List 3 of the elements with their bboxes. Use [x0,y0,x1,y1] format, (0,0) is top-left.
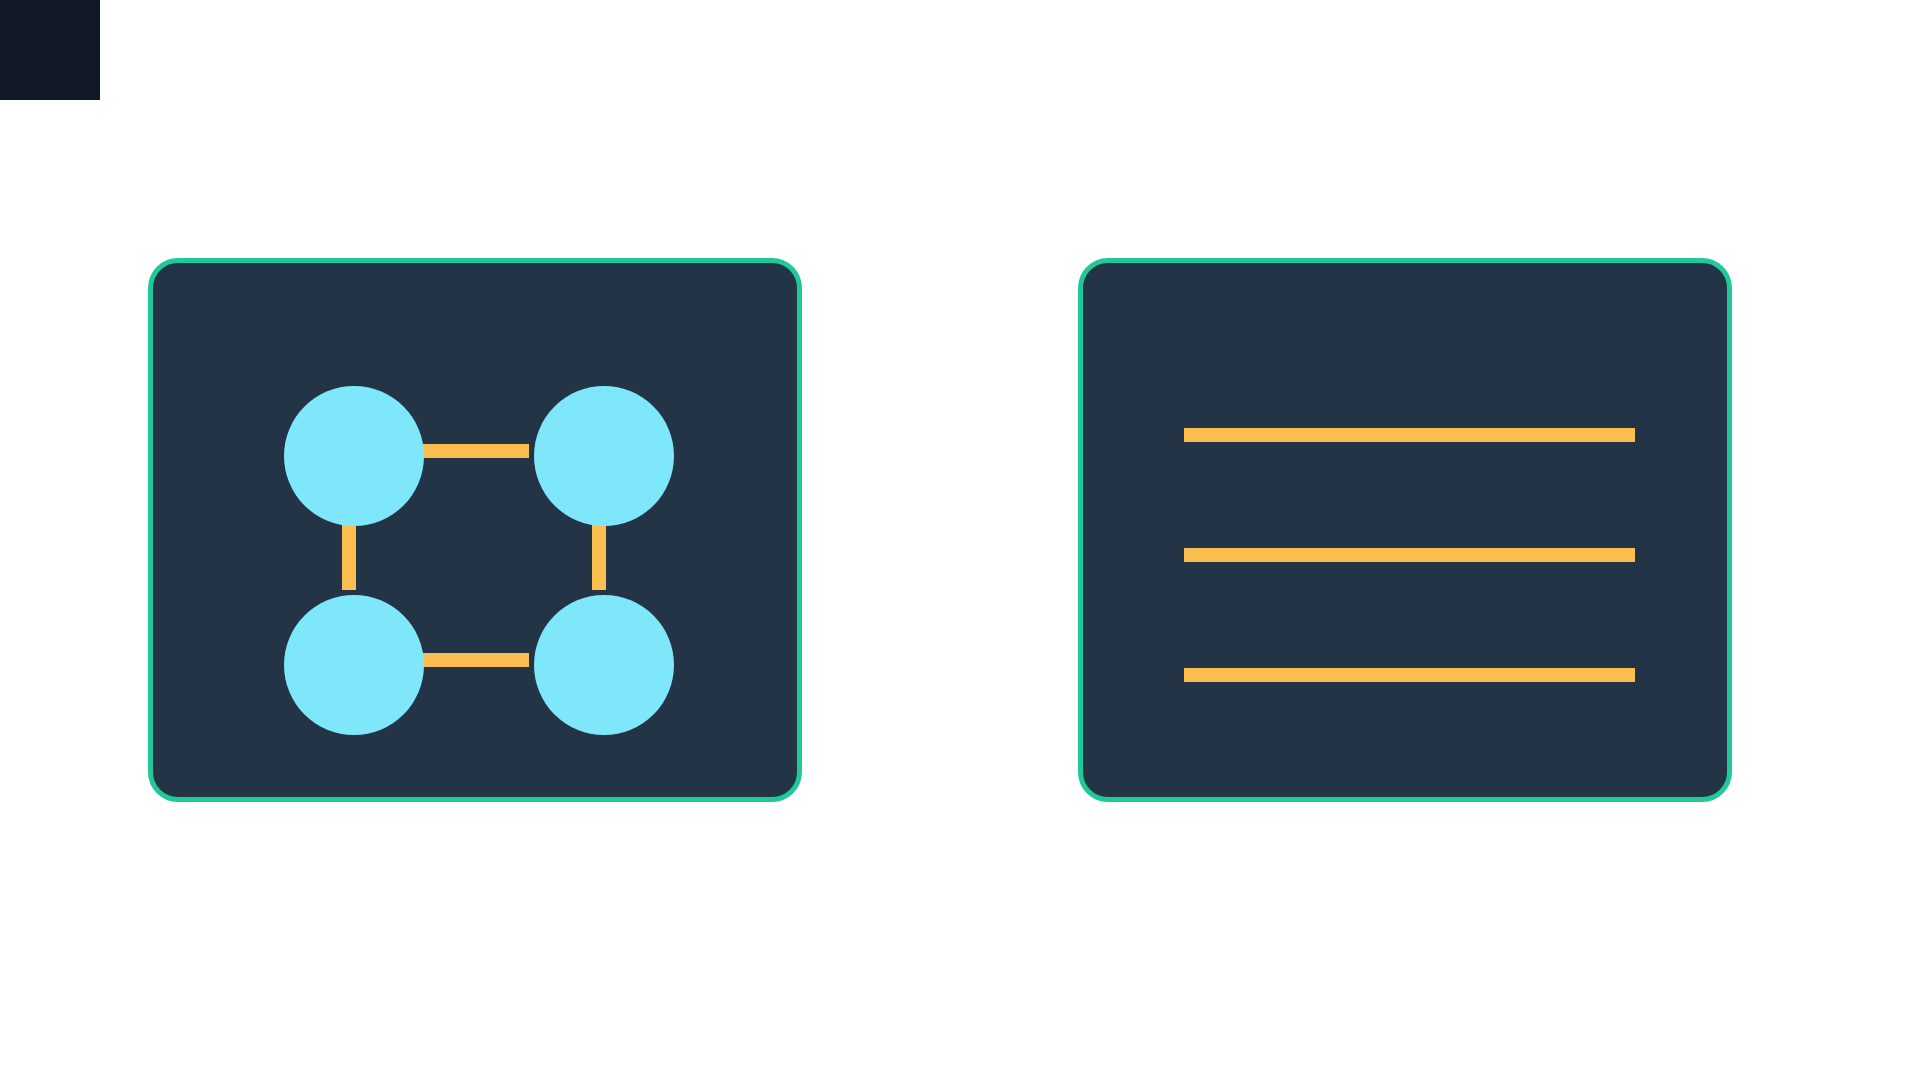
card-panel [148,258,802,802]
card-panel [1078,258,1732,802]
square-block [0,0,100,100]
